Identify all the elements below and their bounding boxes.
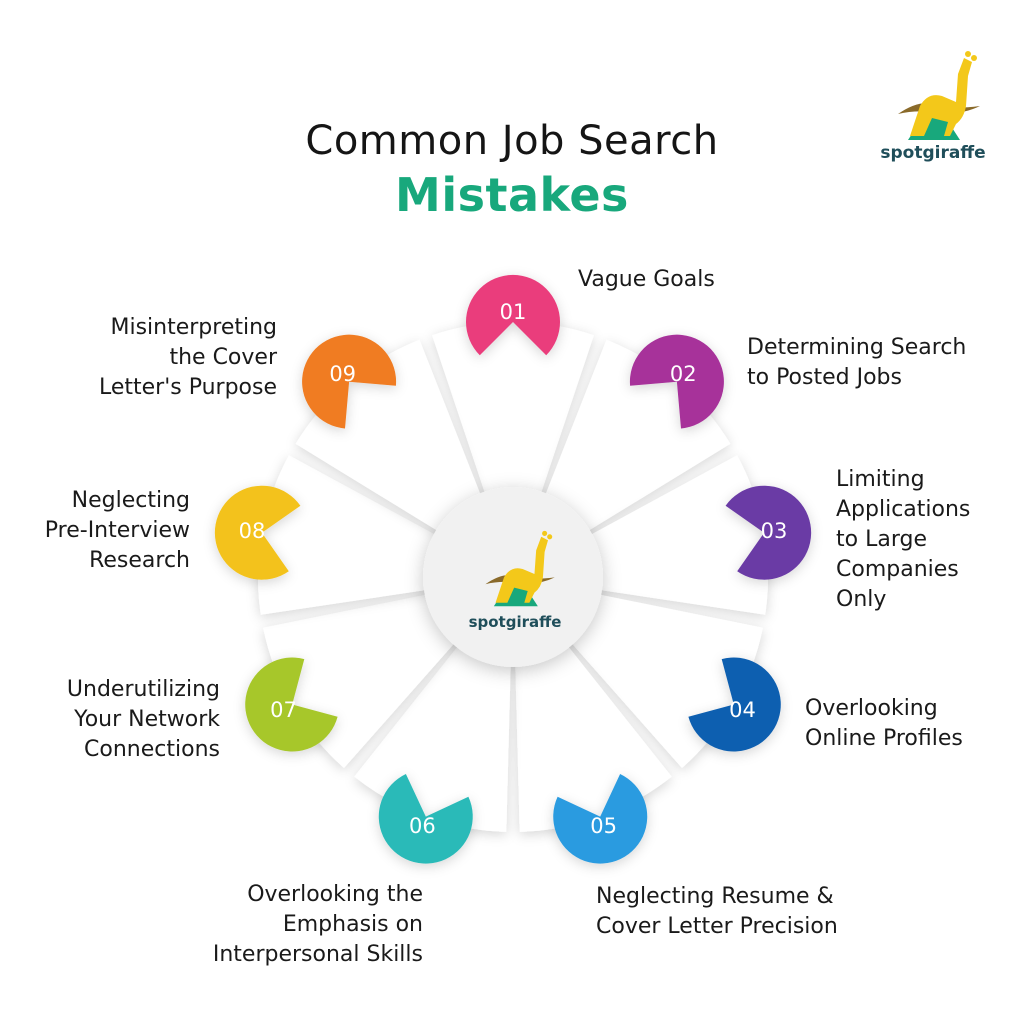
item-badge-01	[466, 274, 561, 356]
item-number-02: 02	[669, 362, 697, 386]
item-badge-08	[214, 485, 301, 580]
item-number-05: 05	[590, 814, 617, 838]
item-label-05: Neglecting Resume &Cover Letter Precisio…	[596, 884, 838, 939]
item-number-09: 09	[329, 362, 357, 386]
item-badge-09	[302, 334, 397, 429]
item-number-07: 07	[270, 697, 297, 722]
item-label-01: Vague Goals	[578, 267, 715, 292]
brand-wordmark: spotgiraffe	[880, 143, 986, 163]
item-number-06: 06	[409, 814, 436, 838]
item-badge-06	[378, 774, 473, 864]
item-number-01: 01	[499, 300, 527, 324]
item-number-08: 08	[238, 519, 266, 543]
item-number-03: 03	[760, 519, 788, 543]
giraffe-icon	[485, 530, 555, 607]
page-title: Common Job Search	[305, 118, 719, 164]
wheel-segment-01	[432, 322, 594, 577]
item-badge-03	[725, 485, 812, 580]
item-badge-05	[553, 774, 648, 864]
center-brand-wordmark: spotgiraffe	[468, 613, 562, 631]
center-brand-logo: spotgiraffe	[460, 520, 570, 640]
item-number-04: 04	[729, 697, 756, 722]
item-badge-02	[629, 334, 724, 429]
brand-logo: spotgiraffe	[868, 40, 998, 170]
item-badge-07	[245, 657, 338, 752]
giraffe-icon	[898, 51, 980, 140]
item-badge-04	[688, 657, 781, 752]
page-title-emphasis: Mistakes	[395, 168, 629, 222]
